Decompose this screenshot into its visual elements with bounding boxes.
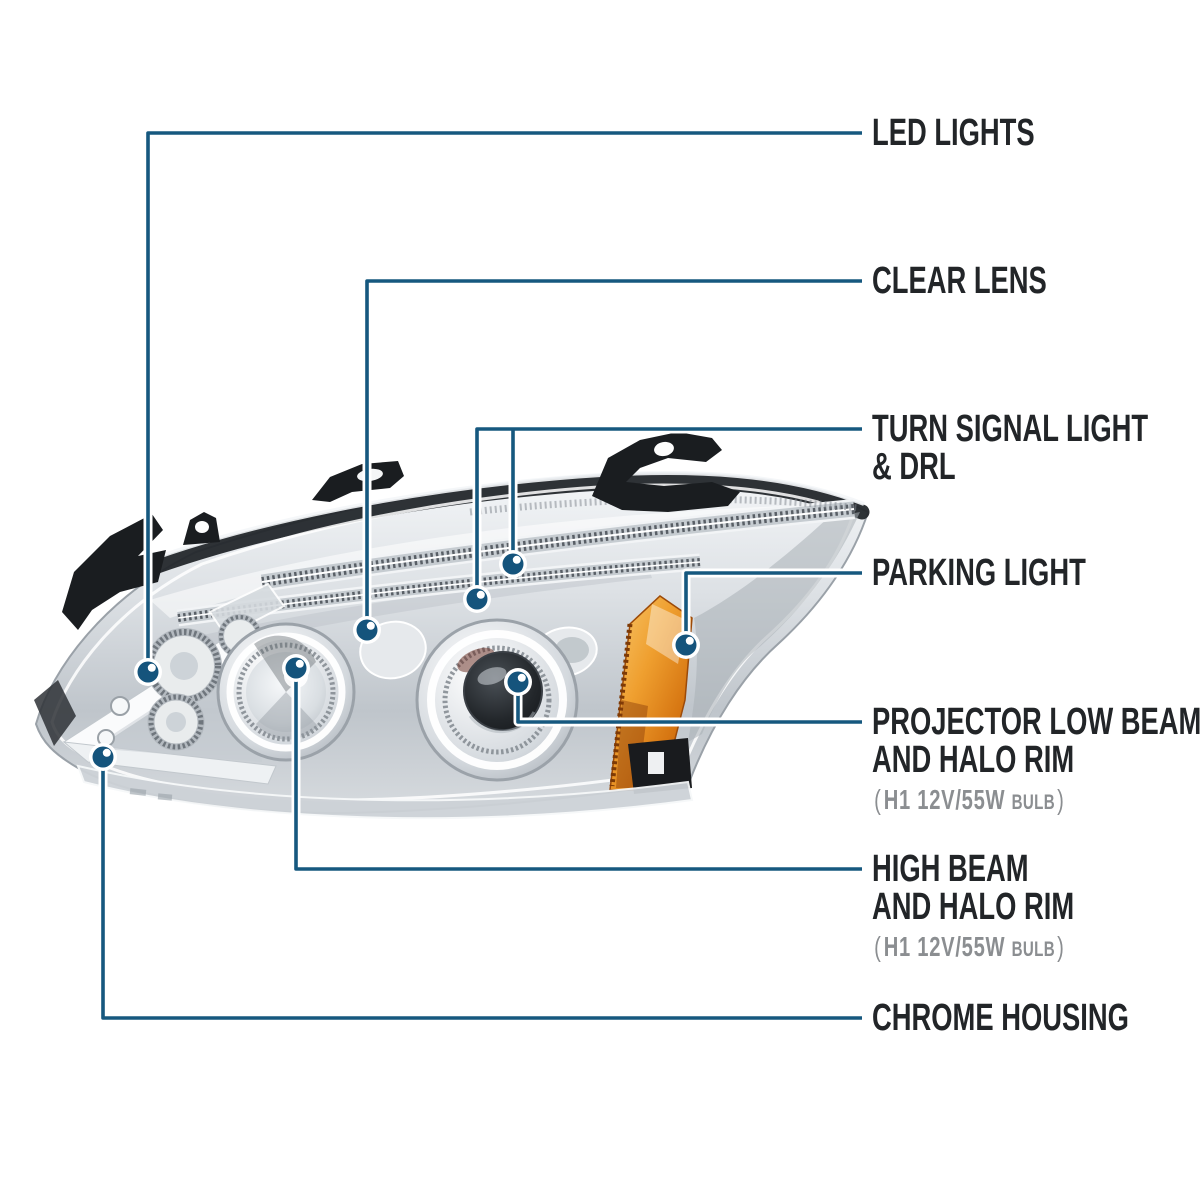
label-text: HIGH BEAM: [872, 848, 1029, 890]
bulb-spec: (H1 12V/55W BULB): [872, 782, 1200, 821]
label-text-line2: AND HALO RIM: [872, 886, 1075, 928]
leader-high-beam: [294, 668, 862, 871]
bracket-left-wedge: [62, 514, 166, 630]
spec-paren-close: ): [1057, 931, 1065, 962]
edge-serration: [469, 495, 859, 516]
callout-label-chrome-housing: CHROME HOUSING: [872, 999, 1129, 1037]
callout-label-clear-lens: CLEAR LENS: [872, 262, 1047, 300]
label-text-line2: & DRL: [872, 446, 956, 488]
spec-paren-open: (: [874, 931, 882, 962]
spec-bulb: H1 12V/55W: [883, 784, 1006, 815]
marker-turn-signal-a: [499, 550, 527, 578]
bracket-mid-arm: [312, 461, 404, 502]
callout-label-projector-low-beam: PROJECTOR LOW BEAM AND HALO RIM (H1 12V/…: [872, 703, 1200, 821]
callout-label-parking-light: PARKING LIGHT: [872, 554, 1086, 592]
label-text: CLEAR LENS: [872, 260, 1047, 302]
bulb-spec: (H1 12V/55W BULB): [872, 929, 1074, 968]
marker-clear-lens: [353, 616, 381, 644]
marker-parking-light: [672, 631, 700, 659]
label-text: LED LIGHTS: [872, 112, 1035, 154]
callout-label-high-beam: HIGH BEAM AND HALO RIM (H1 12V/55W BULB): [872, 850, 1074, 968]
bracket-right: [592, 432, 740, 512]
label-text: CHROME HOUSING: [872, 997, 1129, 1039]
spec-unit: BULB: [1011, 791, 1056, 814]
drl-strip-upper: [260, 499, 855, 592]
high-beam-projector: [216, 622, 356, 762]
leader-parking-light: [684, 571, 862, 645]
leader-clear-lens: [365, 279, 862, 630]
marker-low-beam: [504, 668, 532, 696]
marker-high-beam: [282, 654, 310, 682]
label-text-line2: AND HALO RIM: [872, 739, 1075, 781]
top-trim: [112, 473, 870, 588]
leader-chrome-housing: [101, 757, 862, 1020]
mid-shadow: [180, 566, 652, 652]
connector-box: [628, 738, 692, 794]
leader-turn-signal-b: [475, 427, 862, 599]
label-text: PROJECTOR LOW BEAM: [872, 701, 1200, 743]
low-beam-projector: [415, 618, 579, 782]
left-tip-shadow: [34, 680, 76, 746]
leader-led-lights: [146, 131, 862, 672]
callout-label-led-lights: LED LIGHTS: [872, 114, 1035, 152]
marker-turn-signal-b: [463, 585, 491, 613]
headlight-illustration: [34, 432, 870, 820]
spec-unit: BULB: [1011, 938, 1056, 961]
label-text: TURN SIGNAL LIGHT: [872, 408, 1149, 450]
marker-chrome-housing: [89, 743, 117, 771]
top-edge-highlight: [117, 471, 865, 574]
bottom-lip: [76, 764, 694, 820]
label-text: PARKING LIGHT: [872, 552, 1086, 594]
callout-label-turn-signal-drl: TURN SIGNAL LIGHT & DRL: [872, 410, 1148, 486]
spec-paren-open: (: [874, 784, 882, 815]
spec-bulb: H1 12V/55W: [883, 931, 1006, 962]
marker-led-lights: [134, 658, 162, 686]
callout-markers: [89, 550, 700, 771]
spec-paren-close: ): [1057, 784, 1065, 815]
